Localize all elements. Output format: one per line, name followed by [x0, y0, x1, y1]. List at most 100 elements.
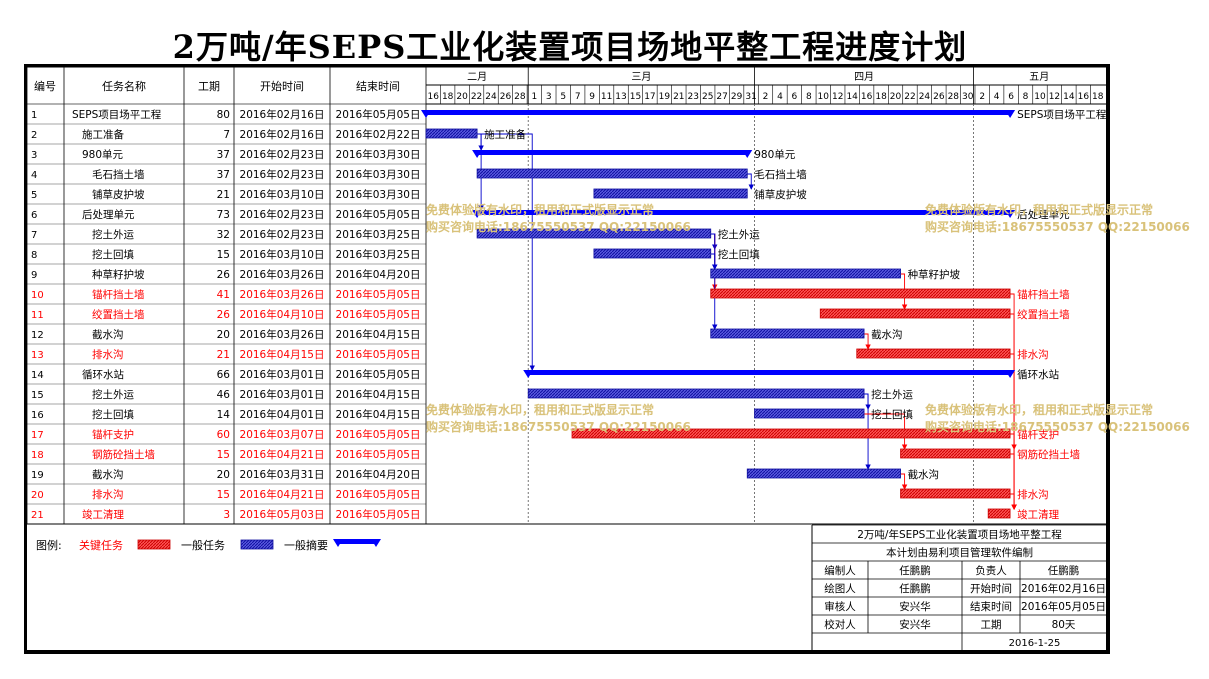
task-duration: 46	[217, 389, 231, 401]
task-duration: 41	[217, 289, 230, 301]
task-bar	[527, 388, 865, 399]
day-tick-label: 22	[471, 92, 482, 102]
task-name: 挖土回填	[92, 408, 134, 421]
task-end: 2016年04月20日	[336, 468, 421, 481]
task-name: 绞置挡土墙	[92, 308, 145, 321]
dependency-link	[710, 253, 718, 270]
day-tick-label: 12	[832, 92, 843, 102]
day-tick-label: 26	[500, 92, 512, 102]
dependency-link	[864, 393, 871, 470]
day-tick-label: 6	[792, 92, 798, 102]
task-id: 4	[31, 170, 37, 181]
day-tick-label: 10	[818, 92, 830, 102]
day-tick-label: 18	[442, 92, 454, 102]
task-start: 2016年03月26日	[240, 268, 325, 281]
task-id: 6	[31, 210, 37, 221]
info-cell: 任鹏鹏	[1048, 564, 1080, 577]
task-id: 5	[31, 190, 37, 201]
watermark-text: 购买咨询电话:18675550537 QQ:22150066	[426, 219, 691, 234]
month-label: 二月	[467, 71, 487, 83]
day-tick-label: 28	[948, 92, 960, 102]
day-tick-label: 4	[777, 92, 783, 102]
task-start: 2016年04月15日	[240, 348, 325, 361]
legend-critical-swatch	[137, 539, 171, 550]
day-tick-label: 14	[846, 92, 858, 102]
day-tick-label: 17	[644, 92, 655, 102]
watermark-text: 免费体验版有水印，租用和正式版显示正常	[925, 202, 1153, 217]
task-start: 2016年03月01日	[240, 388, 325, 401]
task-end: 2016年05月05日	[336, 108, 421, 121]
task-start: 2016年04月01日	[240, 408, 325, 421]
task-start: 2016年04月10日	[240, 308, 325, 321]
task-id: 2	[31, 130, 37, 141]
task-bar	[746, 468, 901, 479]
day-tick-label: 8	[1023, 92, 1029, 102]
bar-label: 铺草皮护坡	[754, 188, 807, 201]
dependency-link	[864, 393, 871, 410]
bar-label: 竣工清理	[1017, 508, 1059, 521]
watermark-text: 购买咨询电话:18675550537 QQ:22150066	[925, 419, 1190, 434]
task-duration: 7	[223, 129, 230, 141]
bar-label: 挖土外运	[718, 228, 760, 241]
info-cell: 安兴华	[899, 618, 931, 631]
day-tick-label: 20	[456, 92, 468, 102]
day-tick-label: 24	[485, 92, 497, 102]
task-end: 2016年03月30日	[336, 188, 421, 201]
day-tick-label: 18	[875, 92, 887, 102]
day-tick-label: 3	[546, 92, 552, 102]
task-id: 17	[31, 430, 44, 441]
task-id: 11	[31, 310, 44, 321]
info-cell: 编制人	[824, 564, 856, 577]
bar-label: SEPS项目场平工程	[1017, 108, 1107, 121]
task-duration: 26	[217, 309, 231, 321]
month-label: 五月	[1029, 71, 1049, 83]
task-id: 20	[31, 490, 44, 501]
task-end: 2016年03月30日	[336, 148, 421, 161]
day-tick-label: 2	[979, 92, 985, 102]
summary-cap-end	[1005, 210, 1016, 218]
task-name: 挖土外运	[92, 388, 134, 401]
bar-label: 挖土外运	[871, 388, 913, 401]
task-name: 施工准备	[82, 128, 124, 141]
critical-task-bar	[856, 348, 1011, 359]
task-duration: 15	[217, 489, 230, 501]
task-id: 19	[31, 470, 44, 481]
day-tick-label: 1	[531, 92, 537, 102]
task-start: 2016年03月10日	[240, 188, 325, 201]
info-cell: 任鹏鹏	[899, 564, 931, 577]
day-tick-label: 29	[731, 92, 743, 102]
info-cell: 绘图人	[824, 582, 856, 595]
day-tick-label: 13	[615, 92, 626, 102]
task-start: 2016年04月21日	[240, 448, 325, 461]
dependency-link	[747, 173, 754, 190]
task-name: 挖土回填	[92, 248, 134, 261]
bar-label: 排水沟	[1017, 488, 1048, 501]
task-id: 16	[31, 410, 44, 421]
task-duration: 15	[217, 449, 230, 461]
task-end: 2016年05月05日	[336, 308, 421, 321]
bar-label: 毛石挡土墙	[754, 168, 807, 181]
dependency-link	[710, 233, 718, 290]
info-cell: 任鹏鹏	[899, 582, 931, 595]
task-duration: 21	[217, 349, 230, 361]
dependency-link	[710, 233, 718, 330]
task-duration: 32	[217, 229, 230, 241]
day-tick-label: 4	[994, 92, 1000, 102]
summary-cap-start	[472, 150, 483, 158]
bar-label: 种草籽护坡	[908, 268, 961, 281]
task-id: 3	[31, 150, 37, 161]
summary-cap-end	[1005, 370, 1016, 378]
task-name: 排水沟	[92, 488, 124, 501]
info-cell: 工期	[981, 619, 1002, 631]
legend-normal-label: 一般任务	[181, 539, 225, 552]
day-tick-label: 20	[890, 92, 902, 102]
info-cell: 负责人	[975, 564, 1007, 577]
task-id: 18	[31, 450, 44, 461]
day-tick-label: 18	[1092, 92, 1104, 102]
task-id: 10	[31, 290, 44, 301]
day-tick-label: 16	[861, 92, 873, 102]
legend-label: 图例:	[36, 538, 62, 552]
task-name: 锚杆支护	[92, 428, 134, 441]
summary-bar	[426, 110, 1011, 115]
info-date: 2016-1-25	[1009, 638, 1061, 649]
